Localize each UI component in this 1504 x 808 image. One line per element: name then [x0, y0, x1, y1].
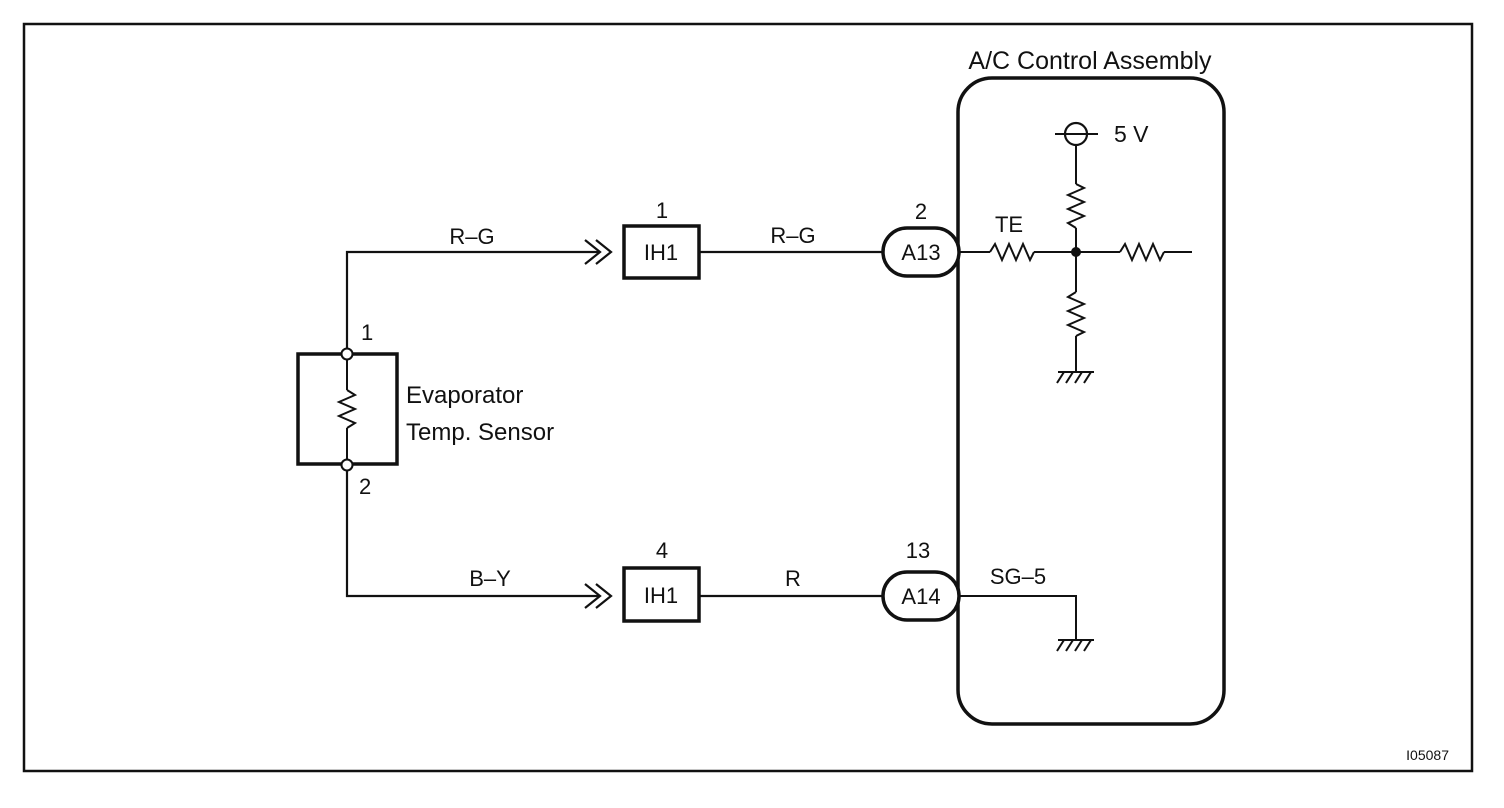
figure-id: I05087: [1406, 747, 1449, 763]
lower-wire-sensor-side: [345, 471, 600, 598]
terminal-te-label: TE: [995, 212, 1023, 237]
upper-wire-sensor-side: [345, 250, 600, 349]
upper-wire-ecu-label: R–G: [770, 223, 815, 248]
lower-connector-chevron-icon-2: [595, 583, 613, 609]
ground-icon: [1056, 371, 1094, 384]
lower-connector-chevron-icon: [584, 583, 602, 609]
pullup-resistor-icon: [1065, 183, 1087, 229]
ecu-connector-a14-label: A14: [901, 584, 940, 609]
upper-wire-sensor-label: R–G: [449, 224, 494, 249]
sensor-pin-1: [340, 347, 354, 361]
ground-icon-2: [1056, 639, 1094, 652]
lower-wire-ecu-label: R: [785, 566, 801, 591]
upper-connector-pin-label: 1: [656, 198, 668, 223]
lower-connector-ih1: [622, 566, 701, 623]
sensor-name-line2: Temp. Sensor: [406, 419, 554, 446]
pulldown-resistor-icon: [1065, 291, 1087, 337]
sensor-pin-top-label: 1: [361, 320, 373, 345]
sensor-pin-bottom-label: 2: [359, 474, 371, 499]
upper-connector-chevron-icon: [584, 239, 602, 265]
upper-connector-chevron-icon-2: [595, 239, 613, 265]
sensor-name-line1: Evaporator: [406, 382, 523, 409]
te-resistor-icon: [989, 241, 1035, 263]
lower-wire-sensor-label: B–Y: [469, 566, 511, 591]
sensor-thermistor-icon: [336, 389, 358, 429]
evaporator-temp-sensor: [296, 347, 399, 472]
lower-connector-pin-label: 4: [656, 538, 668, 563]
lower-connector-ih1-label: IH1: [644, 583, 678, 608]
ac-control-assembly-box: [956, 76, 1226, 726]
output-resistor-icon: [1119, 241, 1165, 263]
ac-control-assembly-title: A/C Control Assembly: [968, 47, 1212, 75]
terminal-sg5-label: SG–5: [990, 564, 1046, 589]
sg5-ground-wire: [959, 595, 1077, 640]
upper-connector-ih1-label: IH1: [644, 240, 678, 265]
diagram-frame: [22, 22, 1474, 773]
ecu-connector-a13-label: A13: [901, 240, 940, 265]
supply-voltage-label: 5 V: [1114, 121, 1149, 147]
ecu-connector-a13-pin: 2: [915, 199, 927, 224]
sensor-pin-2: [340, 458, 354, 472]
ecu-connector-a14-pin: 13: [906, 538, 930, 563]
